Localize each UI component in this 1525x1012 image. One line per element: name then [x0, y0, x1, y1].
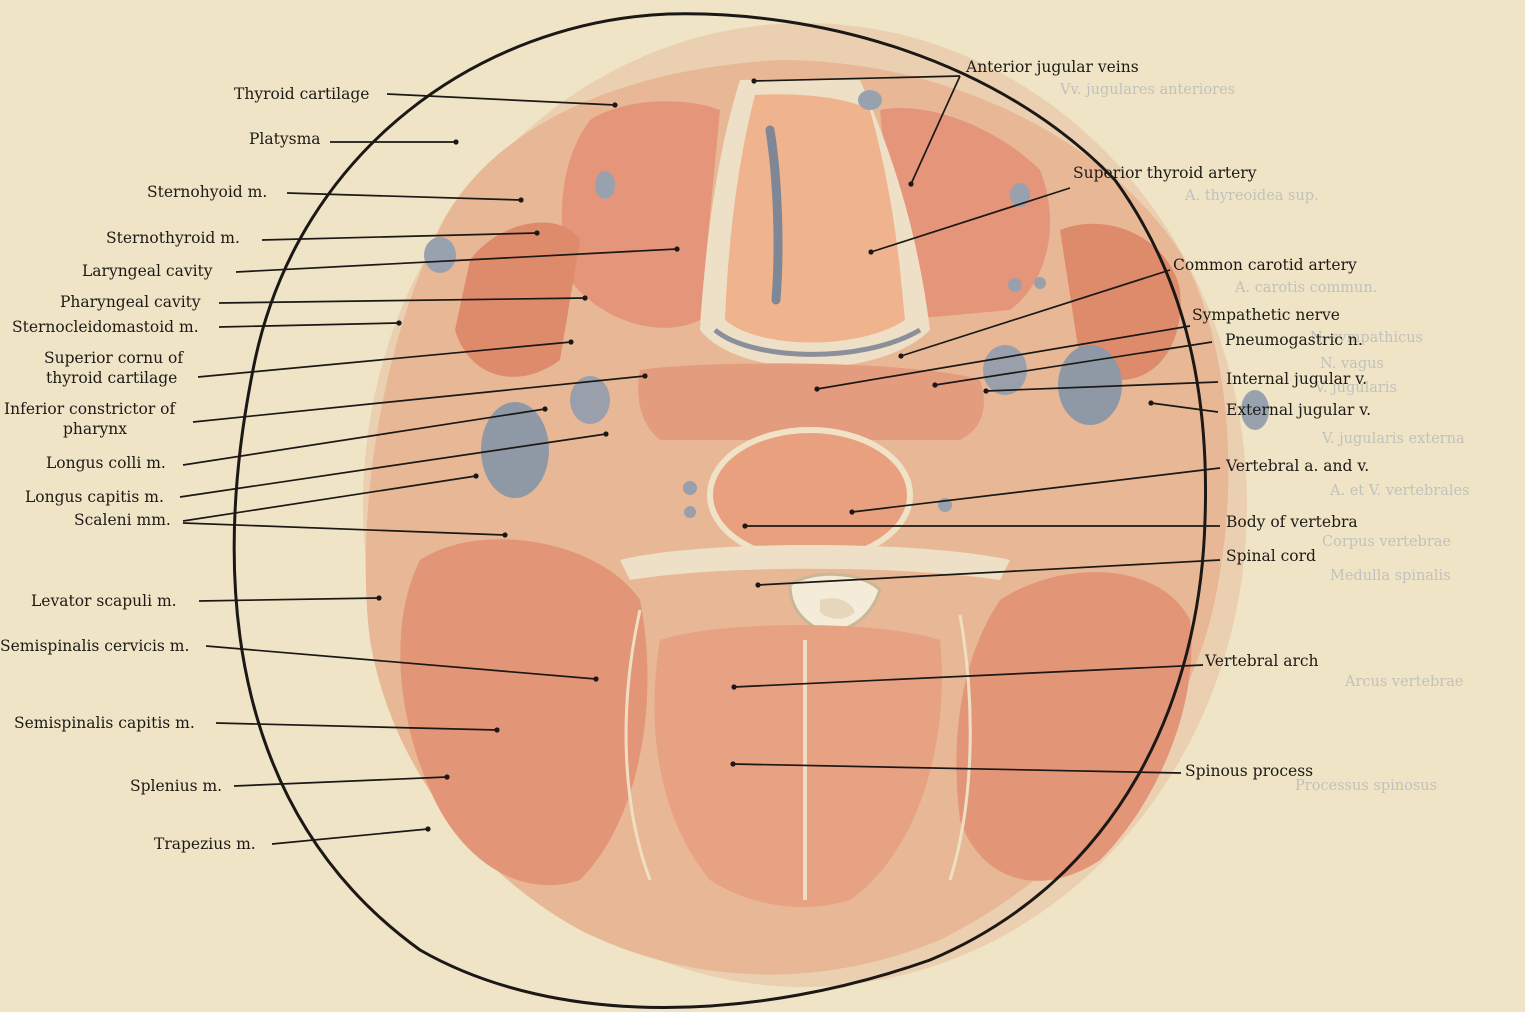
label-pneumogastric: Pneumogastric n.	[1225, 331, 1363, 349]
label-levator-scapuli: Levator scapuli m.	[31, 592, 177, 610]
leader-dot	[849, 509, 854, 514]
label-platysma: Platysma	[249, 130, 321, 148]
posterior-muscles-right	[956, 572, 1191, 881]
ghost-label: A. carotis commun.	[1234, 280, 1377, 296]
leader-dot	[898, 353, 903, 358]
vertebral-body-shape	[710, 430, 910, 560]
label-scaleni: Scaleni mm.	[74, 511, 171, 529]
label-sternocleidomastoid: Sternocleidomastoid m.	[12, 318, 199, 336]
label-longus-colli: Longus colli m.	[46, 454, 166, 472]
leader-dot	[425, 826, 430, 831]
label-vertebral-arch: Vertebral arch	[1204, 652, 1319, 670]
label-trapezius: Trapezius m.	[154, 835, 256, 853]
label-anterior-jugular: Anterior jugular veins	[965, 58, 1139, 76]
leader-trapezius	[272, 829, 428, 844]
label-semispinalis-capitis: Semispinalis capitis m.	[14, 714, 195, 732]
label-inferior-constrictor: Inferior constrictor of	[4, 400, 177, 418]
ghost-label: V. jugularis externa	[1321, 431, 1465, 447]
leader-dot	[603, 431, 608, 436]
label-common-carotid: Common carotid artery	[1173, 256, 1357, 274]
leader-dot	[534, 230, 539, 235]
leader-dot	[751, 78, 756, 83]
label-external-jugular: External jugular v.	[1226, 401, 1371, 419]
leader-dot	[518, 197, 523, 202]
leader-dot	[502, 532, 507, 537]
leader-dot	[444, 774, 449, 779]
label-sternothyroid: Sternothyroid m.	[106, 229, 240, 247]
external-jugular-left-shape	[424, 237, 456, 273]
common-carotid-right-shape	[983, 345, 1027, 395]
label-spinous-process: Spinous process	[1185, 762, 1313, 780]
vertebral-artery-left-shape	[683, 481, 697, 495]
vertebral-vein-left-shape	[684, 506, 696, 518]
internal-jugular-left-shape	[481, 402, 549, 498]
leader-dot	[730, 761, 735, 766]
ghost-label: Corpus vertebrae	[1322, 534, 1451, 550]
label-vertebral-av: Vertebral a. and v.	[1225, 457, 1369, 475]
leader-dot	[612, 102, 617, 107]
label-thyroid-cartilage: Thyroid cartilage	[234, 85, 369, 103]
label-superior-thyroid-artery: Superior thyroid artery	[1073, 164, 1257, 182]
label-semispinalis-cervicis: Semispinalis cervicis m.	[0, 637, 189, 655]
leader-dot	[642, 373, 647, 378]
label-sympathetic: Sympathetic nerve	[1192, 306, 1340, 324]
leader-dot	[1148, 400, 1153, 405]
thyroid-artery-shape	[1008, 278, 1022, 292]
leader-sternocleidomastoid	[219, 323, 399, 327]
label-spinal-cord: Spinal cord	[1226, 547, 1316, 565]
infrahyoid-muscle-left	[562, 101, 720, 328]
leader-dot	[814, 386, 819, 391]
label-pharyngeal-cavity: Pharyngeal cavity	[60, 293, 201, 311]
leader-dot	[742, 523, 747, 528]
ghost-label: Arcus vertebrae	[1344, 674, 1463, 690]
leader-dot	[868, 249, 873, 254]
leader-dot	[376, 595, 381, 600]
label-superior-cornu: Superior cornu of	[44, 349, 184, 367]
leader-levator-scapuli	[199, 598, 379, 601]
leader-dot	[983, 388, 988, 393]
label-splenius: Splenius m.	[130, 777, 222, 795]
ghost-label: A. et V. vertebrales	[1329, 483, 1470, 499]
leader-dot	[731, 684, 736, 689]
leader-dot	[908, 181, 913, 186]
leader-dot	[568, 339, 573, 344]
leader-dot	[582, 295, 587, 300]
ghost-label: A. thyreoidea sup.	[1184, 188, 1319, 204]
midline-vein-shape	[858, 90, 882, 110]
label-laryngeal-cavity: Laryngeal cavity	[82, 262, 213, 280]
leader-dot	[453, 139, 458, 144]
label-body-vertebra: Body of vertebra	[1226, 513, 1358, 531]
label-internal-jugular: Internal jugular v.	[1226, 370, 1367, 388]
posterior-muscles-left	[400, 539, 647, 885]
thyroid-vein-shape	[1034, 277, 1046, 289]
leader-dot	[494, 727, 499, 732]
ghost-label: Medulla spinalis	[1330, 568, 1451, 584]
anterior-jugular-left-shape	[595, 171, 615, 199]
label-inferior-constrictor-line2: pharynx	[63, 420, 127, 438]
leader-dot	[674, 246, 679, 251]
leader-dot	[473, 473, 478, 478]
label-longus-capitis: Longus capitis m.	[25, 488, 164, 506]
label-superior-cornu-line2: thyroid cartilage	[46, 369, 177, 387]
leader-dot	[932, 382, 937, 387]
leader-dot	[542, 406, 547, 411]
ghost-label: Processus spinosus	[1295, 778, 1437, 794]
ghost-label: Vv. jugulares anteriores	[1059, 82, 1235, 98]
label-sternohyoid: Sternohyoid m.	[147, 183, 267, 201]
leader-dot	[593, 676, 598, 681]
leader-splenius	[234, 777, 447, 786]
leader-dot	[755, 582, 760, 587]
leader-dot	[396, 320, 401, 325]
